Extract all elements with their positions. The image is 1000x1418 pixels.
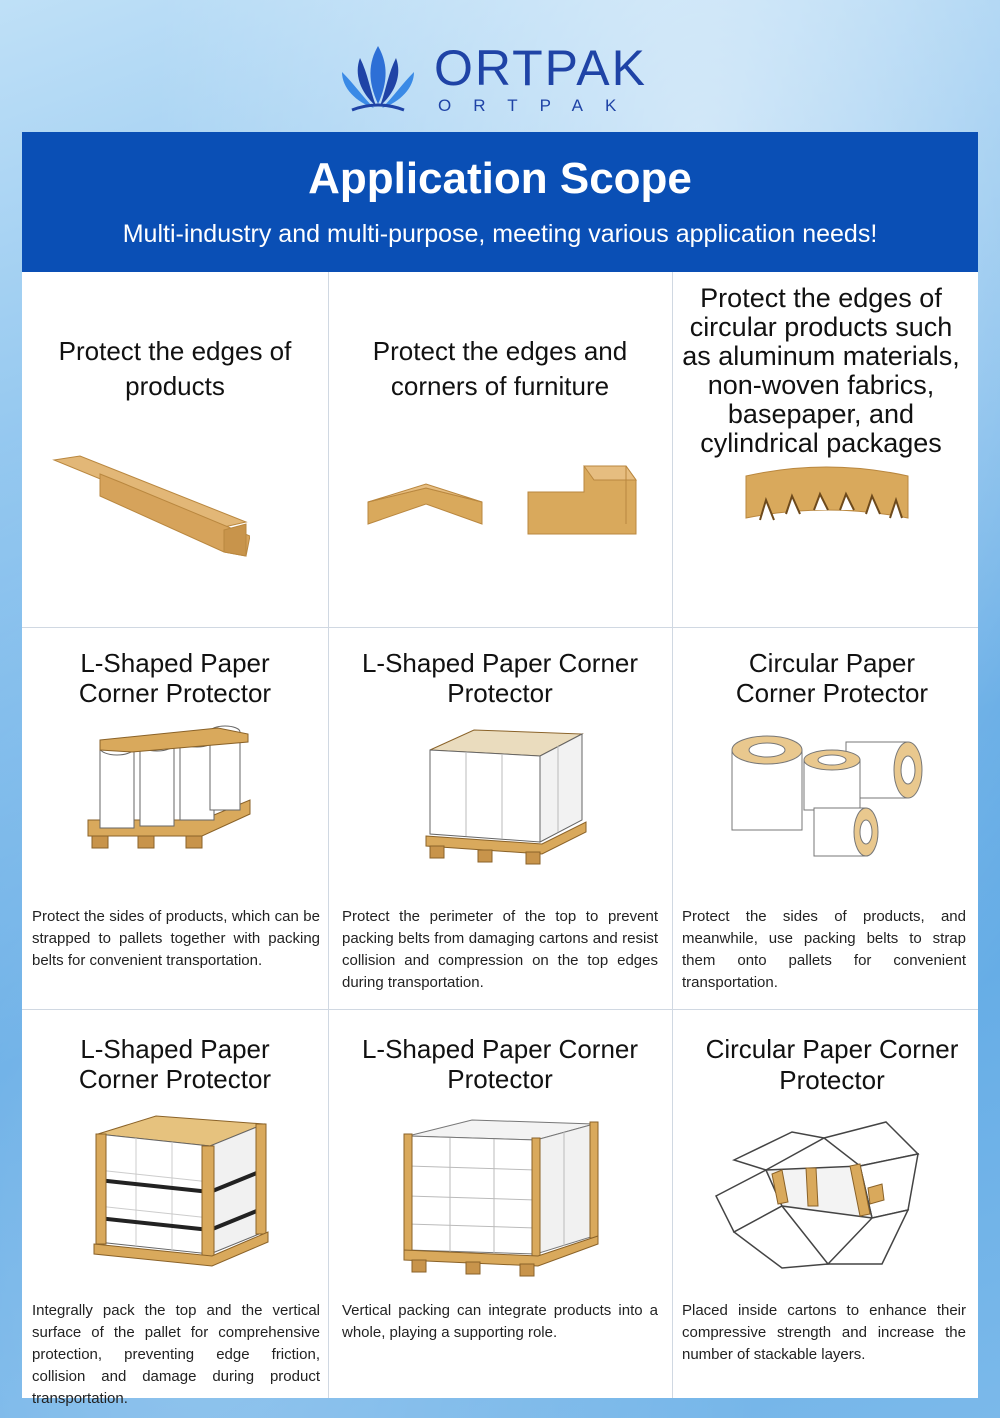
- content-panel: Application Scope Multi-industry and mul…: [22, 132, 978, 1407]
- vertical-pallet-icon: [403, 1119, 599, 1277]
- grid-divider: [22, 627, 978, 628]
- row2-desc-1: Protect the sides of products, which can…: [32, 908, 320, 969]
- row2-desc-3: Protect the sides of products, and meanw…: [682, 908, 966, 991]
- row3-desc-1: Integrally pack the top and the vertical…: [32, 1302, 320, 1407]
- row2-title-1: L-Shaped Paper Corner Protector: [78, 648, 272, 708]
- corner-protector-icon: [527, 465, 637, 535]
- row3-title-3: Circular Paper Corner Protector: [705, 1034, 959, 1095]
- grid-divider: [328, 272, 329, 1398]
- row2-title-3: Circular Paper Corner Protector: [735, 648, 929, 708]
- carton-pallet-icon: [425, 729, 587, 865]
- brand-logo: ORTPAK ORTPAK: [330, 38, 670, 118]
- roll-pallet-icon: [87, 725, 251, 849]
- row3-title-2: L-Shaped Paper Corner Protector: [361, 1034, 639, 1094]
- row1-title-1: Protect the edges of products: [58, 336, 292, 401]
- row3-title-1: L-Shaped Paper Corner Protector: [78, 1034, 272, 1094]
- circular-protector-icon: [745, 466, 909, 521]
- brand-subname: ORTPAK: [438, 96, 639, 115]
- row1-title-3: Protect the edges of circular products s…: [682, 283, 960, 458]
- v-shaped-protector-icon: [367, 483, 483, 525]
- grid-divider: [672, 272, 673, 1398]
- grid-divider: [22, 1009, 978, 1010]
- wrapped-pallet-icon: [93, 1115, 269, 1267]
- row3-desc-3: Placed inside cartons to enhance their c…: [682, 1302, 966, 1363]
- row2-desc-2: Protect the perimeter of the top to prev…: [342, 908, 658, 991]
- open-carton-icon: [714, 1121, 920, 1269]
- header-banner: Application Scope Multi-industry and mul…: [22, 132, 978, 272]
- page-subtitle: Multi-industry and multi-purpose, meetin…: [122, 220, 878, 248]
- ortpak-lotus-logo-icon: [342, 46, 414, 112]
- row2-title-2: L-Shaped Paper Corner Protector: [361, 648, 639, 708]
- l-shaped-protector-icon: [52, 455, 250, 557]
- page-title: Application Scope: [308, 154, 692, 203]
- row3-desc-2: Vertical packing can integrate products …: [342, 1302, 658, 1341]
- row1-title-2: Protect the edges and corners of furnitu…: [372, 336, 628, 401]
- paper-roll-icon: [731, 735, 923, 857]
- brand-name: ORTPAK: [434, 40, 647, 96]
